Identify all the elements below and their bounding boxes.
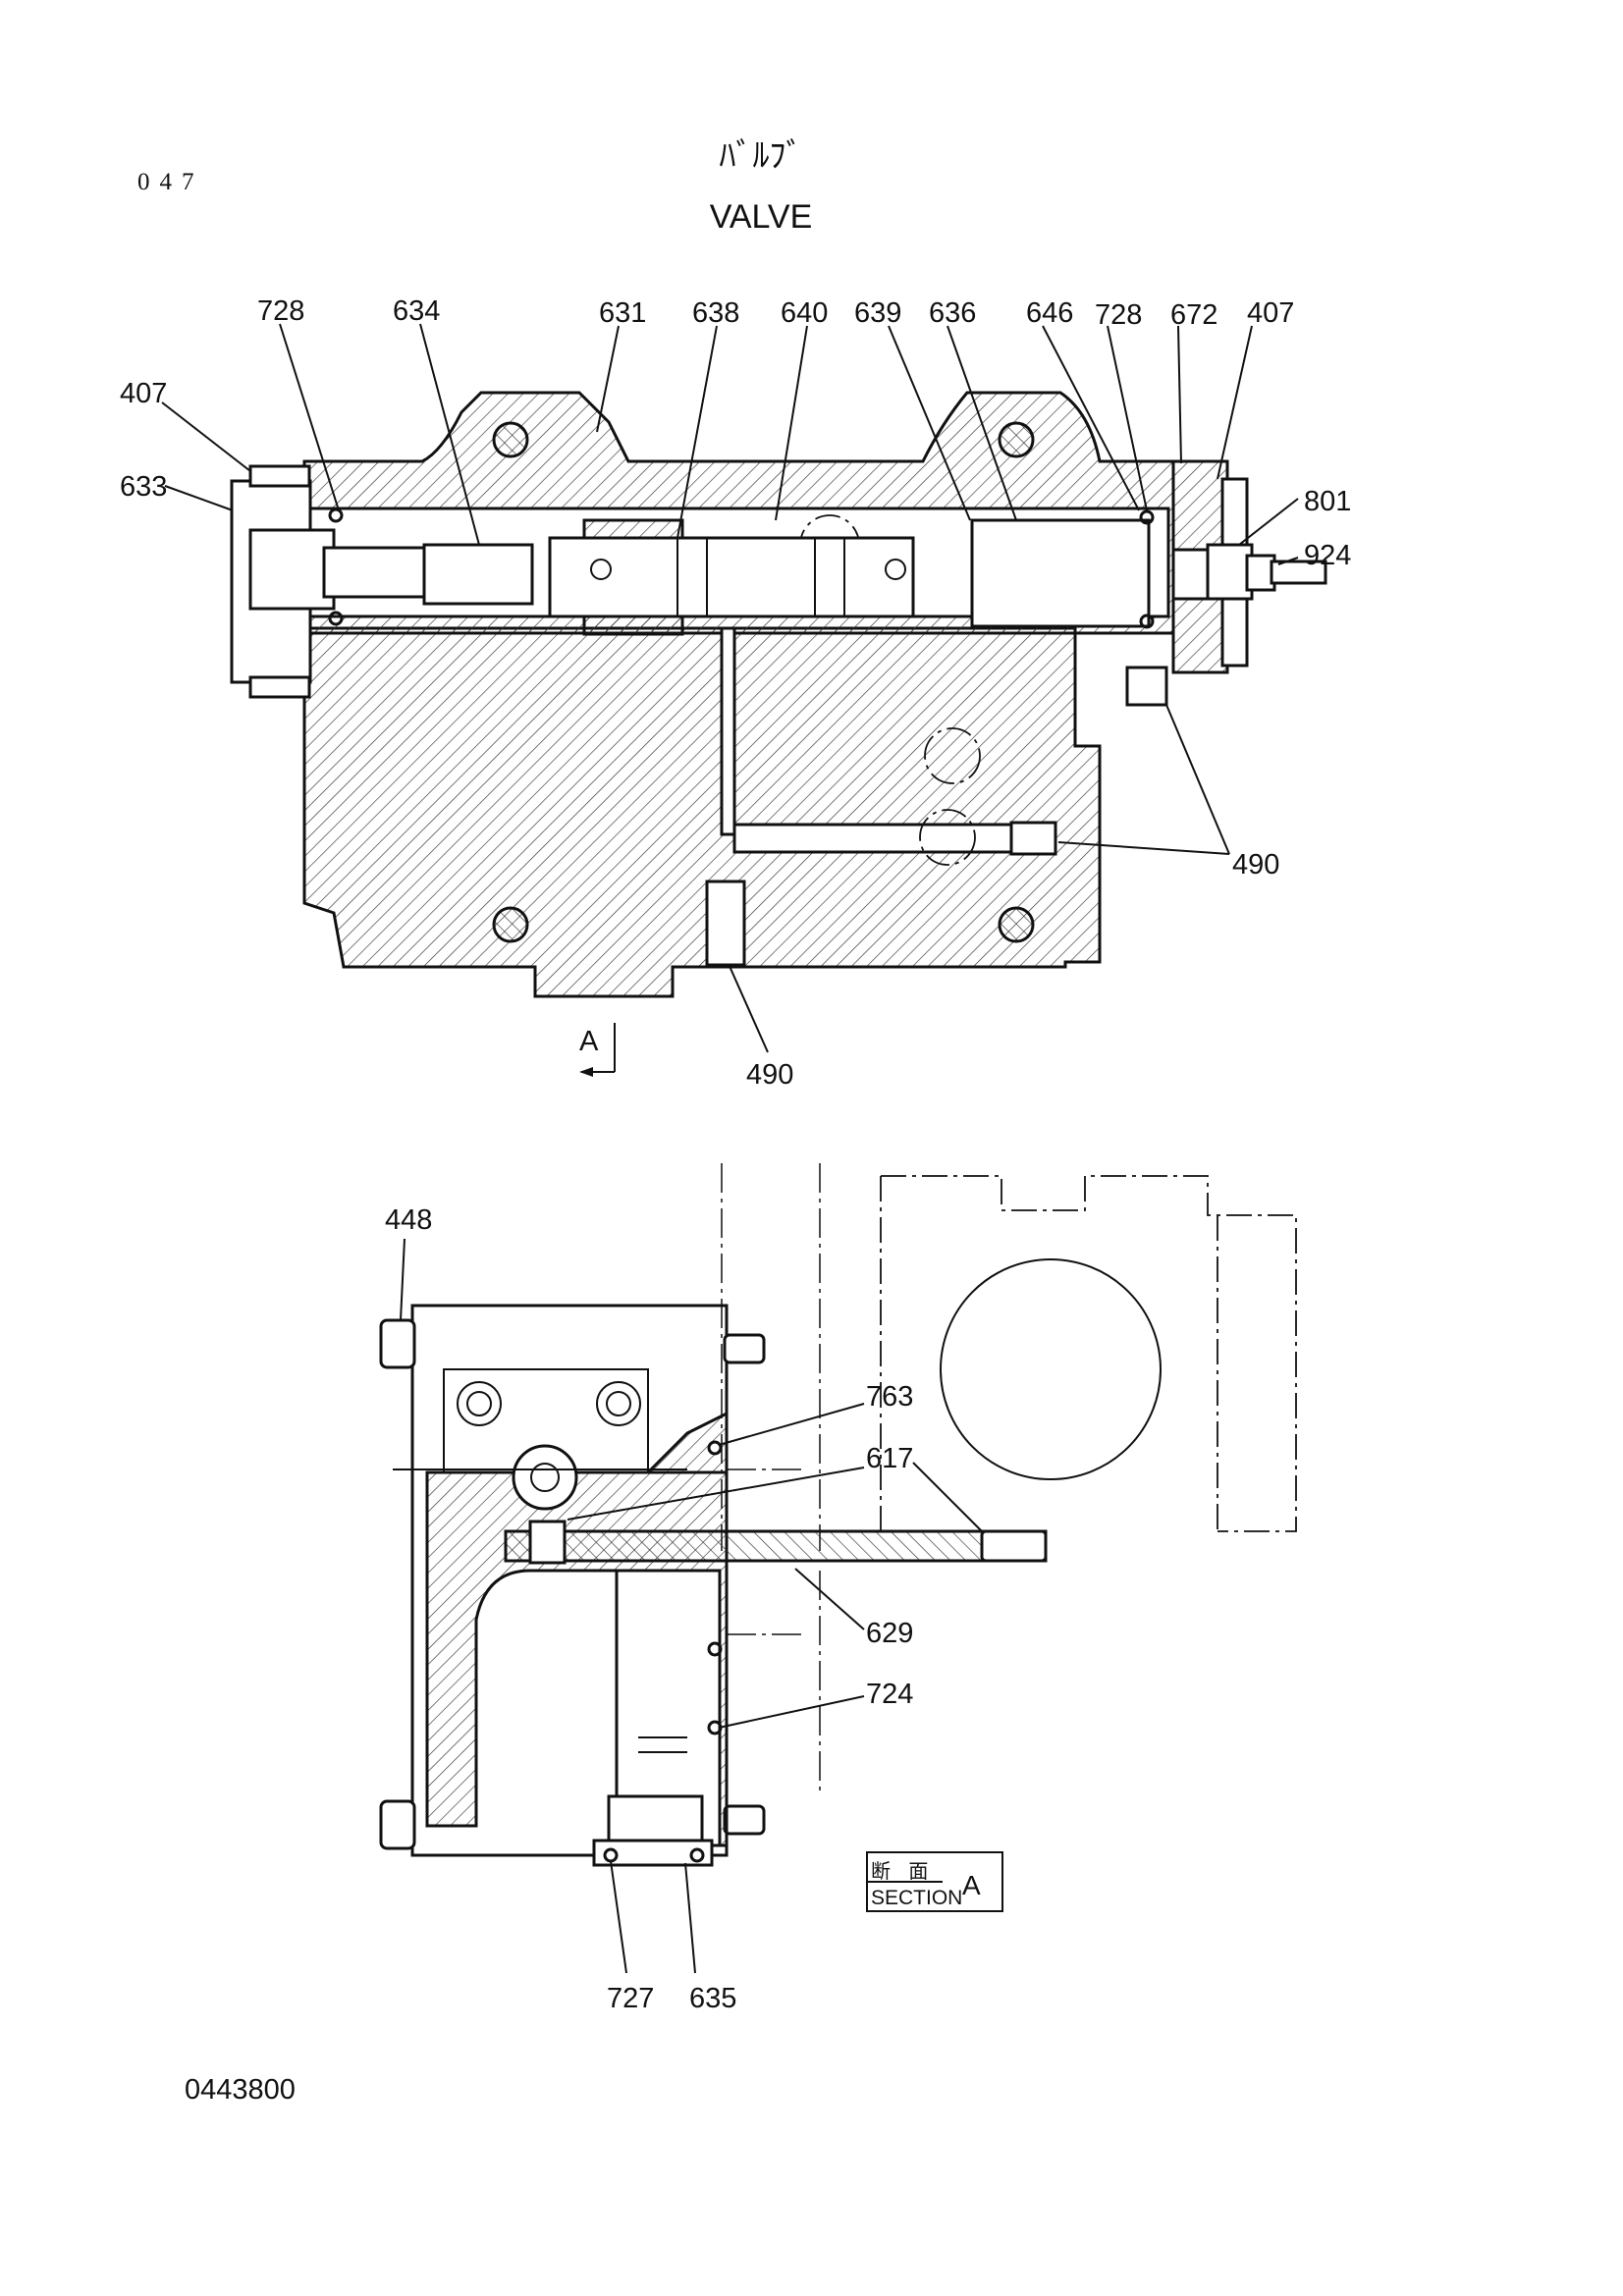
label-490-bottom: 490	[746, 1059, 793, 1091]
drawing-number: 0443800	[185, 2074, 296, 2106]
section-a-box: 断 面 SECTION A	[866, 1851, 1003, 1912]
label-617: 617	[866, 1443, 913, 1474]
label-672: 672	[1170, 299, 1217, 331]
label-635: 635	[689, 1983, 736, 2014]
page-number: 047	[137, 169, 204, 195]
label-724: 724	[866, 1679, 913, 1710]
label-407-left: 407	[120, 378, 167, 409]
bottom-view-section-a	[379, 1163, 1297, 1867]
top-view-valve-section	[230, 391, 1327, 998]
label-636: 636	[929, 297, 976, 329]
label-490-right: 490	[1232, 849, 1279, 881]
label-631: 631	[599, 297, 646, 329]
label-646: 646	[1026, 297, 1073, 329]
section-box-japanese: 断 面	[871, 1859, 934, 1883]
label-629: 629	[866, 1618, 913, 1649]
label-639: 639	[854, 297, 901, 329]
label-728-right: 728	[1095, 299, 1142, 331]
bottom-view-leaders	[400, 1238, 983, 1974]
label-763: 763	[866, 1381, 913, 1413]
label-634: 634	[393, 295, 440, 327]
section-marker-letter: A	[579, 1026, 599, 1057]
bottom-view-labels: 448 763 617 629 724 727 635	[385, 1204, 913, 2014]
title-english: VALVE	[710, 198, 813, 236]
section-box-english: SECTION	[871, 1887, 962, 1909]
section-box-letter: A	[962, 1870, 981, 1900]
label-924: 924	[1304, 540, 1351, 571]
section-marker-a: A	[579, 1023, 616, 1077]
top-view-labels: 407 633 728 634 631 638 640 639 636 646 …	[120, 295, 1351, 1091]
label-448: 448	[385, 1204, 432, 1236]
title-japanese: ﾊﾞﾙﾌﾞ	[720, 137, 803, 175]
top-view-leaders	[161, 323, 1299, 1053]
label-640: 640	[781, 297, 828, 329]
label-801: 801	[1304, 486, 1351, 517]
label-728-left: 728	[257, 295, 304, 327]
label-727: 727	[607, 1983, 654, 2014]
label-638: 638	[692, 297, 739, 329]
label-407-right: 407	[1247, 297, 1294, 329]
label-633: 633	[120, 471, 167, 503]
